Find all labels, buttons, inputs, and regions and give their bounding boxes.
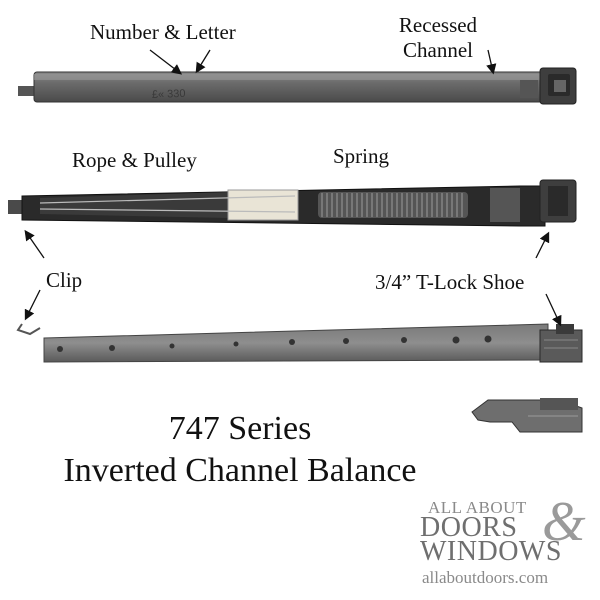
spring-coil (318, 192, 468, 218)
arrow-number-letter-1 (149, 49, 183, 75)
part-marking: £« 330 (152, 88, 186, 101)
label-recessed-line1: Recessed (398, 13, 478, 37)
balance-holes (57, 335, 492, 352)
product-title-line1: 747 Series (168, 410, 312, 447)
label-rope-pulley: Rope & Pulley (72, 148, 197, 172)
label-recessed-line2: Channel (403, 38, 473, 63)
product-title-line2: Inverted Channel Balance (63, 452, 417, 489)
logo-url: allaboutdoors.com (422, 568, 549, 587)
arrow-clip (24, 229, 45, 259)
arrow-number-letter-2 (195, 49, 211, 74)
logo-top-text: ALL ABOUT (428, 498, 527, 517)
arrow-tlock-shoe (535, 231, 550, 259)
label-tlock-shoe: 3/4” T-Lock Shoe (375, 270, 525, 294)
label-clip: Clip (46, 268, 83, 292)
tlock-shoe-part (471, 398, 583, 433)
label-number-letter: Number & Letter (90, 20, 236, 44)
brand-logo: & ALL ABOUT DOORS WINDOWS allaboutdoors.… (420, 491, 595, 594)
balance-back (16, 323, 583, 363)
label-spring: Spring (333, 144, 390, 168)
logo-ampersand: & (542, 491, 586, 553)
logo-windows: WINDOWS (420, 536, 562, 567)
balance-open (8, 179, 577, 227)
label-recessed-channel: Recessed Channel (388, 13, 488, 63)
arrow-tlock-shoe-2 (545, 293, 562, 327)
logo-doors: DOORS (420, 512, 518, 543)
arrow-clip-2 (24, 289, 41, 321)
arrow-recessed-channel (486, 49, 497, 75)
balance-top: £« 330 (18, 67, 577, 105)
